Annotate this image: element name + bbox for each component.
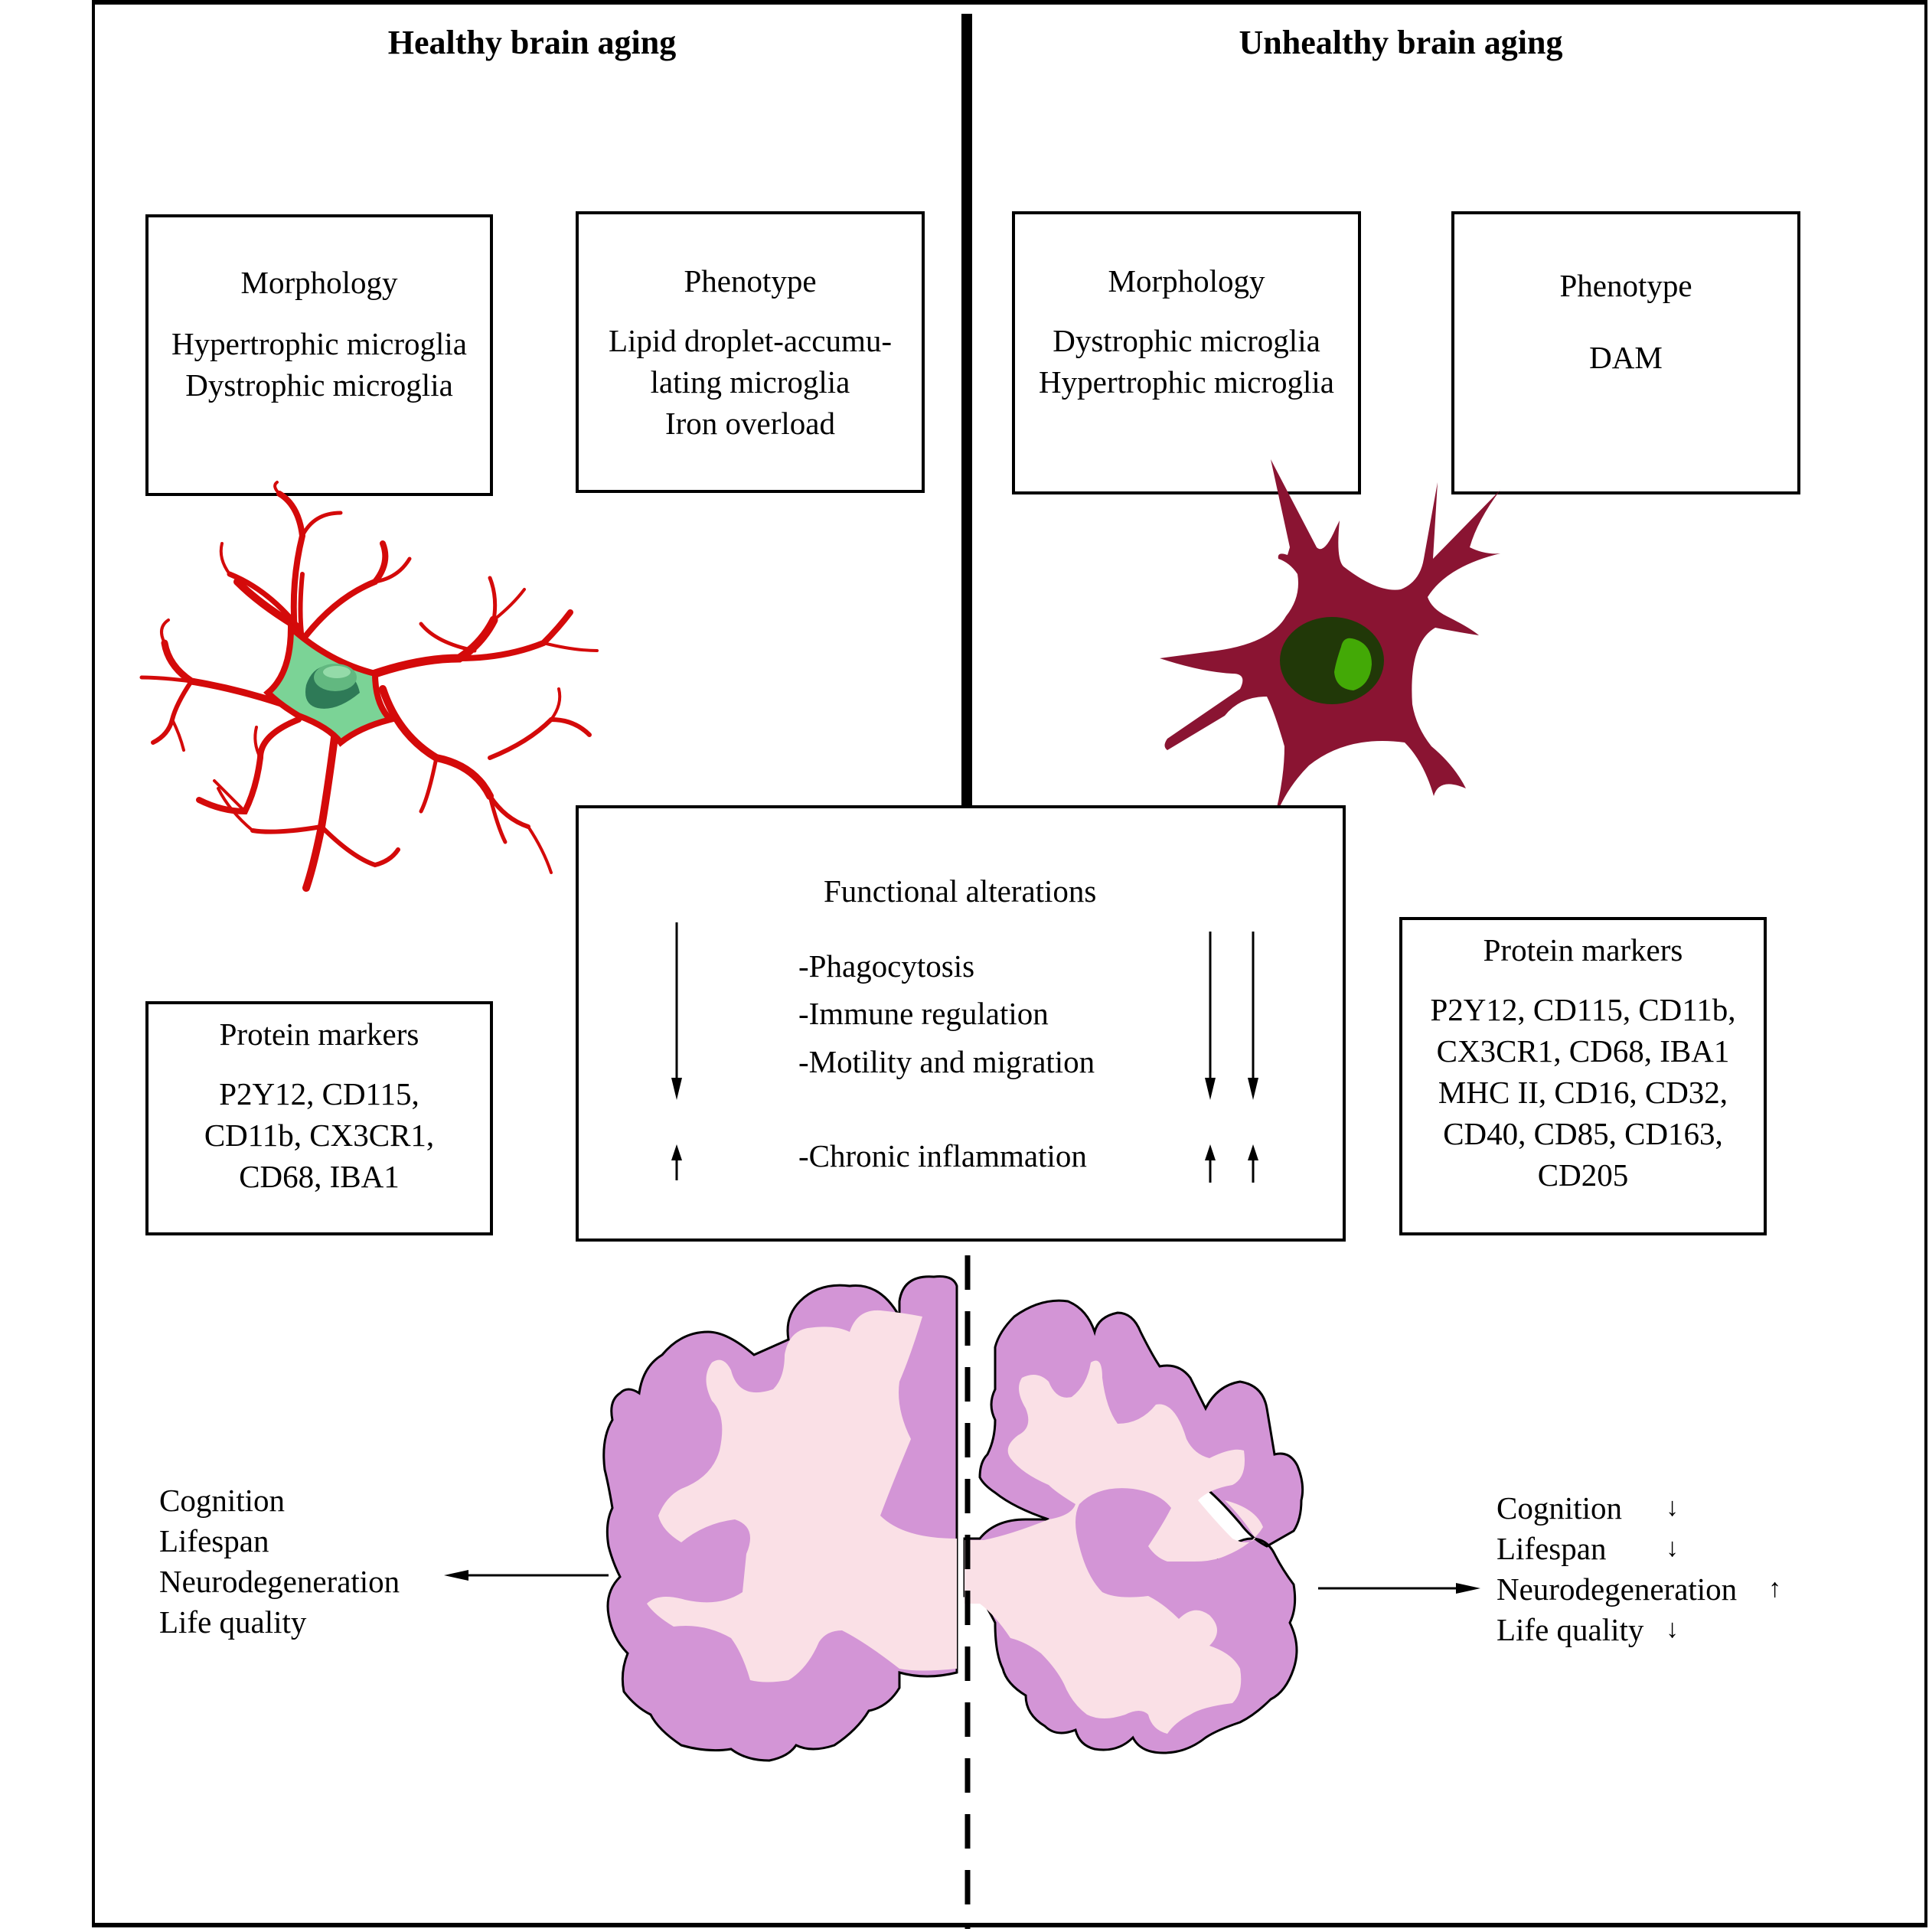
trend-down-icon: ↓ — [1666, 1534, 1679, 1562]
functional-alterations-title: Functional alterations — [824, 873, 1097, 909]
protein-marker-line: MHC II, CD16, CD32, — [1438, 1075, 1728, 1110]
brain-left-white-matter — [647, 1310, 957, 1682]
healthy-phenotype-item: Lipid droplet-accumu- — [608, 323, 892, 358]
nucleolus-highlight — [323, 666, 351, 678]
unhealthy-phenotype-box: Phenotype DAM — [1451, 211, 1800, 494]
healthy-protein-markers-title: Protein markers — [219, 1017, 419, 1052]
unhealthy-outcome-item: Life quality — [1497, 1612, 1644, 1647]
unhealthy-morphology-title: Morphology — [1108, 263, 1265, 299]
unhealthy-protein-markers-box: Protein markers P2Y12, CD115, CD11b, CX3… — [1399, 917, 1767, 1235]
protein-marker-line: CD68, IBA1 — [239, 1159, 400, 1194]
healthy-protein-markers-box: Protein markers P2Y12, CD115, CD11b, CX3… — [145, 1001, 493, 1235]
brain-right-white-matter — [964, 1360, 1263, 1734]
increased-function-item: -Chronic inflammation — [798, 1138, 1087, 1173]
trend-up-icon: ↑ — [1768, 1575, 1781, 1603]
healthy-heading: Healthy brain aging — [387, 24, 677, 61]
decreased-function-item: -Motility and migration — [798, 1044, 1095, 1079]
healthy-morphology-box: Morphology Hypertrophic microglia Dystro… — [145, 214, 493, 496]
healthy-phenotype-title: Phenotype — [684, 263, 817, 299]
unhealthy-outcome-item: Lifespan — [1497, 1531, 1607, 1566]
midline-dashed-divider — [964, 1255, 971, 1929]
unhealthy-phenotype-item: DAM — [1589, 340, 1663, 375]
center-divider — [961, 14, 972, 806]
healthy-morphology-item: Dystrophic microglia — [185, 367, 453, 403]
unhealthy-heading: Unhealthy brain aging — [1239, 24, 1563, 61]
unhealthy-morphology-box: Morphology Dystrophic microglia Hypertro… — [1012, 211, 1361, 494]
protein-marker-line: CD205 — [1537, 1157, 1629, 1193]
healthy-microglia-illustration — [139, 481, 599, 892]
dam-nucleolus — [1334, 638, 1372, 690]
unhealthy-increase-arrow — [1205, 1144, 1216, 1183]
healthy-decrease-arrow — [671, 922, 682, 1100]
figure-frame — [92, 0, 1927, 1927]
healthy-outcome-item: Neurodegeneration — [159, 1564, 400, 1599]
healthy-outcome-item: Cognition — [159, 1483, 286, 1518]
protein-marker-line: CD40, CD85, CD163, — [1443, 1116, 1723, 1151]
unhealthy-protein-markers-title: Protein markers — [1483, 932, 1683, 968]
functional-alterations-box — [576, 805, 1346, 1242]
decreased-function-item: -Immune regulation — [798, 996, 1049, 1031]
unhealthy-microglia-illustration — [1160, 459, 1500, 823]
unhealthy-morphology-item: Hypertrophic microglia — [1039, 364, 1334, 400]
healthy-outcome-arrow — [444, 1570, 609, 1581]
microglia-processes — [139, 481, 599, 892]
healthy-increase-arrow — [671, 1144, 682, 1180]
trend-down-icon: ↓ — [1666, 1493, 1679, 1522]
protein-marker-line: CD11b, CX3CR1, — [204, 1118, 435, 1153]
healthy-outcome-item: Life quality — [159, 1604, 307, 1640]
healthy-phenotype-item: lating microglia — [650, 364, 850, 400]
protein-marker-line: P2Y12, CD115, — [219, 1076, 419, 1111]
protein-marker-line: P2Y12, CD115, CD11b, — [1430, 992, 1736, 1027]
unhealthy-morphology-item: Dystrophic microglia — [1053, 323, 1320, 358]
healthy-phenotype-item: Iron overload — [665, 406, 835, 441]
unhealthy-decrease-arrow — [1205, 932, 1216, 1100]
unhealthy-increase-arrow — [1248, 1144, 1258, 1183]
trend-down-icon: ↓ — [1666, 1615, 1679, 1643]
decreased-function-item: -Phagocytosis — [798, 948, 975, 984]
unhealthy-outcome-arrow — [1318, 1583, 1480, 1594]
healthy-morphology-item: Hypertrophic microglia — [171, 326, 467, 361]
unhealthy-outcome-item: Neurodegeneration — [1497, 1571, 1738, 1607]
protein-marker-line: CX3CR1, CD68, IBA1 — [1436, 1033, 1730, 1069]
unhealthy-outcome-item: Cognition — [1497, 1490, 1623, 1526]
unhealthy-phenotype-title: Phenotype — [1559, 268, 1692, 303]
healthy-phenotype-box: Phenotype Lipid droplet-accumu- lating m… — [576, 211, 925, 493]
brain-coronal-section — [602, 1275, 1304, 1762]
healthy-outcome-item: Lifespan — [159, 1523, 269, 1558]
unhealthy-decrease-arrow — [1248, 932, 1258, 1100]
healthy-morphology-title: Morphology — [240, 265, 398, 300]
